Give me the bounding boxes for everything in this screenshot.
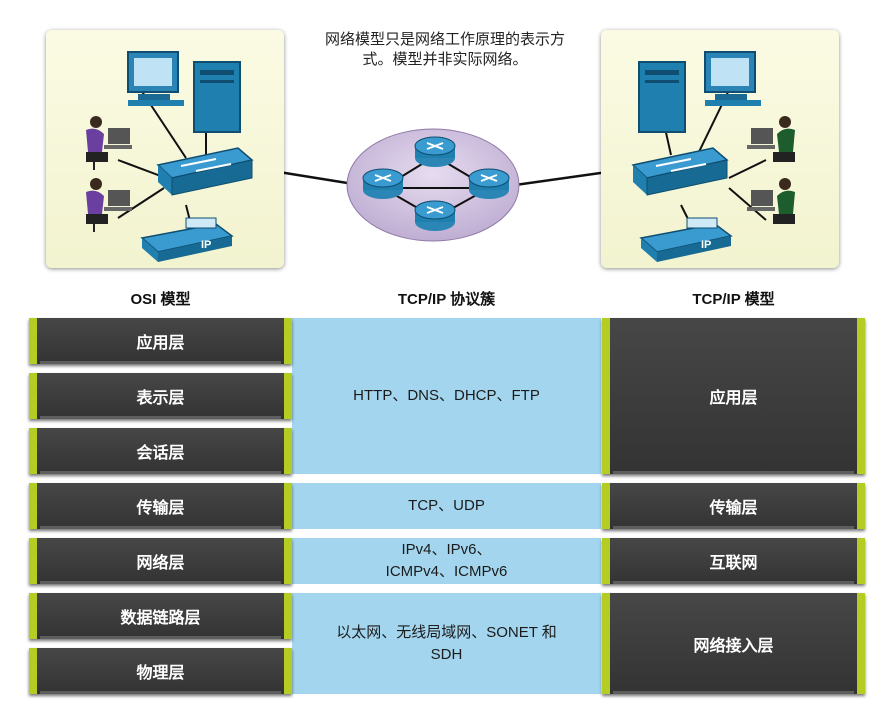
user-workstation-icon — [747, 178, 795, 224]
protocol-text: 以太网、无线局域网、SONET 和 — [336, 623, 557, 641]
protocol-band-application: HTTP、DNS、DHCP、FTP — [292, 318, 601, 474]
monitor-icon — [127, 51, 184, 106]
router-icon — [414, 136, 456, 167]
tcpip-layer-network-access: 网络接入层 — [602, 593, 865, 694]
router-icon — [468, 168, 510, 199]
osi-layer-session: 会话层 — [29, 428, 292, 474]
osi-layer-application: 应用层 — [29, 318, 292, 364]
ip-phone-icon: IP — [639, 217, 733, 262]
user-workstation-icon — [86, 178, 132, 232]
protocol-text: ICMPv4、ICMPv6 — [385, 563, 508, 580]
router-icon — [362, 168, 404, 199]
user-workstation-icon — [747, 116, 795, 162]
protocol-band-internet: IPv4、IPv6、 ICMPv4、ICMPv6 — [292, 538, 601, 584]
model-note-line: 网络模型只是网络工作原理的表示方 — [324, 31, 565, 48]
protocol-text: HTTP、DNS、DHCP、FTP — [353, 387, 540, 404]
osi-layer-presentation: 表示层 — [29, 373, 292, 419]
model-note-line: 式。模型并非实际网络。 — [362, 51, 528, 68]
protocol-text: IPv4、IPv6、 — [401, 541, 492, 558]
osi-layer-network: 网络层 — [29, 538, 292, 584]
phone-ip-label: IP — [701, 239, 711, 251]
server-icon — [193, 61, 241, 133]
protocol-band-transport: TCP、UDP — [292, 483, 601, 529]
osi-layer-transport: 传输层 — [29, 483, 292, 529]
osi-model-header: OSI 模型 — [130, 291, 191, 308]
model-note: 网络模型只是网络工作原理的表示方 式。模型并非实际网络。 — [300, 30, 590, 70]
protocol-text: SDH — [430, 645, 463, 663]
right-network-panel: IP — [601, 30, 839, 268]
tcpip-model-header: TCP/IP 模型 — [692, 291, 775, 308]
phone-ip-label: IP — [201, 239, 211, 251]
user-workstation-icon — [86, 116, 132, 170]
switch-icon — [631, 147, 729, 196]
protocol-suite-header: TCP/IP 协议簇 — [397, 291, 496, 308]
server-icon — [638, 61, 686, 133]
tcpip-layer-transport: 传输层 — [602, 483, 865, 529]
tcpip-layer-internet: 互联网 — [602, 538, 865, 584]
monitor-icon — [704, 51, 761, 106]
tcpip-layer-application: 应用层 — [602, 318, 865, 474]
osi-layer-physical: 物理层 — [29, 648, 292, 694]
protocol-band-network-access: 以太网、无线局域网、SONET 和 SDH — [292, 593, 601, 694]
protocol-text: TCP、UDP — [408, 497, 485, 514]
left-network-panel: IP — [46, 30, 284, 268]
router-cloud — [346, 128, 520, 242]
osi-layer-data-link: 数据链路层 — [29, 593, 292, 639]
ip-phone-icon: IP — [140, 217, 234, 262]
router-icon — [414, 200, 456, 231]
switch-icon — [156, 147, 254, 196]
